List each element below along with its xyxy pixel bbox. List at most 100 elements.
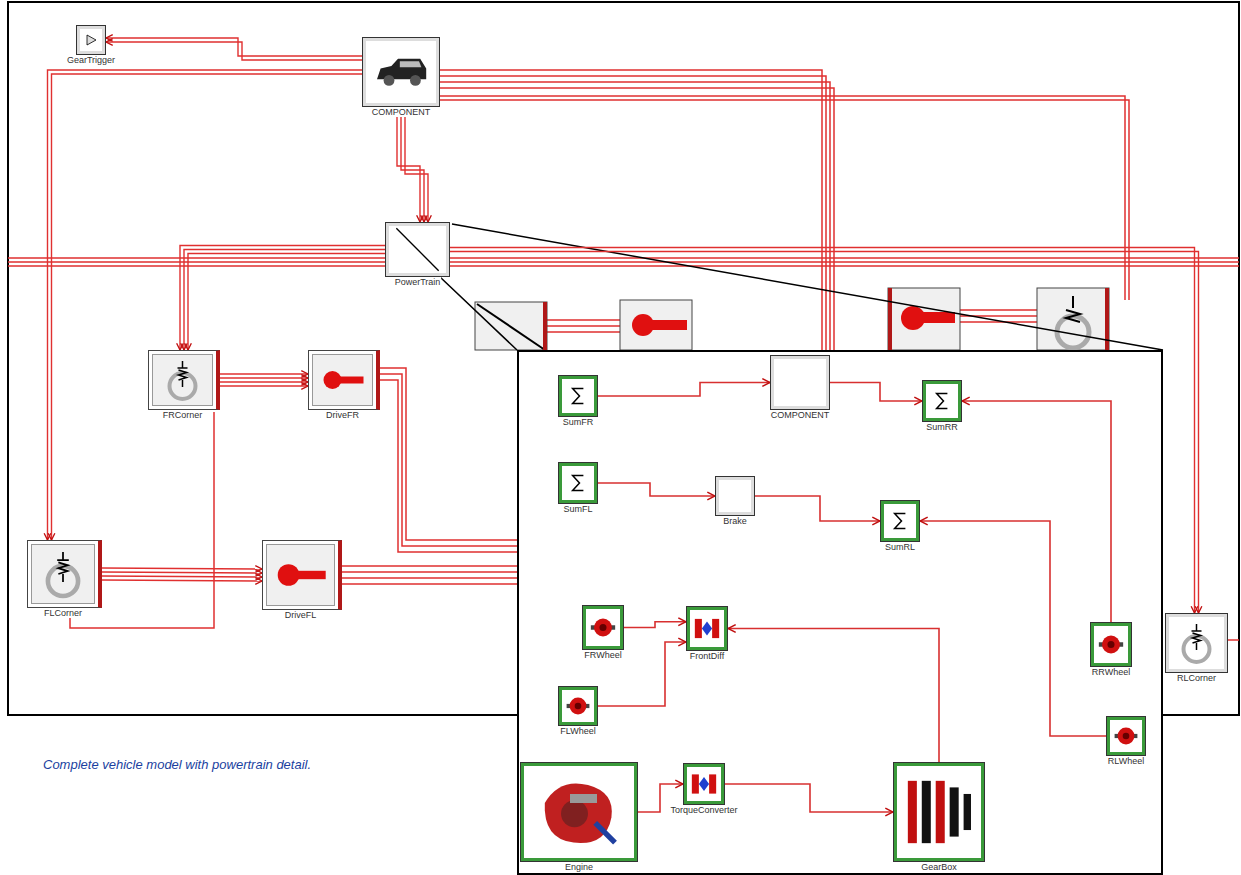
- block-icon: [367, 42, 435, 102]
- signal-wire: [962, 401, 1111, 622]
- drive-block: DriveFL: [262, 540, 342, 610]
- wire-strand: [188, 254, 385, 351]
- block-icon: [1111, 721, 1141, 751]
- signal-wire: [102, 568, 262, 581]
- block-label: Brake: [722, 516, 748, 526]
- block-label: RLCorner: [1176, 673, 1217, 683]
- block-label: RRWheel: [1091, 667, 1131, 677]
- block-icon: [587, 610, 619, 645]
- signal-wire: [830, 383, 922, 402]
- block-label: SumFL: [562, 504, 593, 514]
- figure-caption: Complete vehicle model with powertrain d…: [43, 757, 311, 772]
- block-icon: [267, 545, 334, 605]
- block-label: Engine: [564, 862, 594, 872]
- block-icon: [1170, 618, 1223, 668]
- block-icon: [688, 768, 720, 800]
- wire-strand: [598, 383, 770, 397]
- wire-strand: [728, 629, 939, 763]
- wire-strand: [624, 622, 686, 628]
- signal-wire: [755, 496, 880, 521]
- sum-block: SumFR: [558, 375, 598, 417]
- wire-strand: [184, 250, 385, 351]
- block-icon: [691, 611, 723, 646]
- corner-block: FRCorner: [148, 350, 220, 410]
- signal-wire: [598, 383, 770, 397]
- signal-wire: [728, 629, 939, 763]
- signal-wire: [180, 246, 385, 351]
- wire-strand: [106, 38, 362, 56]
- wire-strand: [102, 580, 262, 581]
- gearbox-block: GearBox: [893, 762, 985, 862]
- block-label: COMPONENT: [770, 410, 831, 420]
- block-label: FRCorner: [162, 410, 204, 420]
- gain-block: GearTrigger: [76, 25, 106, 55]
- block-icon: [313, 355, 372, 405]
- wire-strand: [102, 576, 262, 577]
- torque-converter-block: TorqueConverter: [683, 763, 725, 805]
- wheel-block: FRWheel: [582, 605, 624, 650]
- wire-strand: [106, 42, 362, 60]
- wire-strand: [220, 377, 308, 378]
- brake-block: Brake: [715, 476, 755, 516]
- block-label: FLCorner: [43, 608, 83, 618]
- subsystem-block: PowerTrain: [385, 222, 450, 277]
- wheel-block: RLWheel: [1106, 716, 1146, 756]
- block-icon: [927, 385, 957, 417]
- block-icon: [32, 545, 94, 603]
- block-label: PowerTrain: [394, 277, 442, 287]
- block-label: SumRL: [884, 542, 916, 552]
- block-label: DriveFL: [284, 610, 318, 620]
- block-icon: [1095, 627, 1127, 662]
- wire-strand: [220, 381, 308, 382]
- wire-strand: [920, 521, 1106, 736]
- block-label: FrontDiff: [689, 651, 725, 661]
- block-icon: [525, 767, 633, 857]
- block-label: GearTrigger: [66, 55, 116, 65]
- block-icon: [390, 227, 445, 272]
- block-label: RLWheel: [1107, 756, 1145, 766]
- powertrain-detail-panel: SumFRSumFLCOMPONENTSumRRBrakeSumRLFRWhee…: [517, 350, 1163, 875]
- wheel-block: FLWheel: [558, 686, 598, 726]
- wire-strand: [52, 74, 363, 540]
- wire-strand: [755, 496, 880, 521]
- differential-block: FrontDiff: [686, 606, 728, 651]
- block-icon: [885, 505, 915, 537]
- vehicle-block: COMPONENT: [362, 37, 440, 107]
- wire-strand: [102, 568, 262, 569]
- block-icon: [563, 467, 593, 499]
- wire-strand: [598, 483, 715, 496]
- wire-strand: [962, 401, 1111, 622]
- block-icon: [898, 767, 980, 857]
- component-block: COMPONENT: [770, 355, 830, 410]
- signal-wire: [598, 483, 715, 496]
- signal-wire: [920, 521, 1106, 736]
- wire-strand: [102, 572, 262, 573]
- block-label: COMPONENT: [371, 107, 432, 117]
- signal-wire: [725, 784, 893, 812]
- block-icon: [153, 355, 212, 405]
- block-icon: [563, 691, 593, 721]
- sum-block: SumRL: [880, 500, 920, 542]
- wire-strand: [48, 70, 363, 540]
- block-label: SumRR: [925, 422, 959, 432]
- wire-strand: [830, 383, 922, 402]
- corner-block: RLCorner: [1165, 613, 1228, 673]
- block-label: DriveFR: [325, 410, 360, 420]
- block-label: SumFR: [562, 417, 595, 427]
- signal-wire: [624, 622, 686, 628]
- signal-wire: [220, 374, 308, 386]
- block-label: FLWheel: [559, 726, 596, 736]
- corner-block: FLCorner: [27, 540, 102, 608]
- wire-strand: [220, 385, 308, 386]
- wire-strand: [180, 246, 385, 351]
- engine-block: Engine: [520, 762, 638, 862]
- drive-block: DriveFR: [308, 350, 380, 410]
- signal-wire: [48, 70, 363, 540]
- signal-wire: [397, 107, 428, 222]
- sum-block: SumFL: [558, 462, 598, 504]
- block-label: FRWheel: [583, 650, 622, 660]
- sum-block: SumRR: [922, 380, 962, 422]
- wire-strand: [220, 373, 308, 374]
- block-label: TorqueConverter: [669, 805, 738, 815]
